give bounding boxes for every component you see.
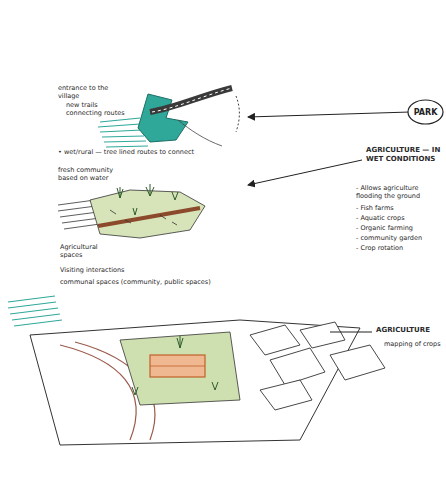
handwritten-note: - Crop rotation <box>356 244 403 252</box>
handwritten-note: - Organic farming <box>356 224 413 232</box>
node-label: PARK <box>407 108 444 117</box>
handwritten-note: - Aquatic crops <box>356 214 405 222</box>
heading-note: AGRICULTURE <box>376 326 430 335</box>
handwritten-note: - Allows agriculture flooding the ground <box>356 184 442 200</box>
handwritten-note: new trails connecting routes <box>66 101 126 117</box>
handwritten-note: fresh community based on water <box>58 166 118 182</box>
handwritten-note: - Fish farms <box>356 204 394 212</box>
handwritten-note: mapping of crops <box>384 340 441 348</box>
heading-note: AGRICULTURE — IN WET CONDITIONS <box>366 146 444 164</box>
handwritten-note: communal spaces (community, public space… <box>60 278 211 286</box>
circle-node: PARK <box>407 99 444 125</box>
handwritten-note: Agricultural spaces <box>60 243 115 259</box>
handwritten-note: Visiting interactions <box>60 266 125 274</box>
handwritten-note: entrance to the village <box>58 84 128 100</box>
handwritten-note: - community garden <box>356 234 422 242</box>
handwritten-note: • wet/rural — tree lined routes to conne… <box>58 148 194 156</box>
